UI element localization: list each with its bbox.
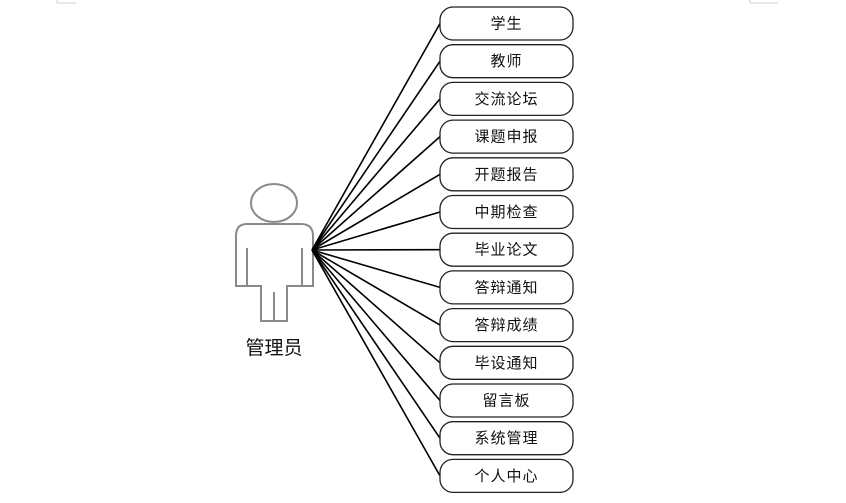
corner-mark-left (57, 0, 76, 3)
use-case-box: 答辩成绩 (440, 309, 573, 342)
use-case-label: 中期检查 (474, 203, 538, 221)
use-case-box: 教师 (440, 45, 573, 78)
connector-lines (312, 24, 440, 476)
connector-line (312, 99, 440, 250)
connector-line (312, 212, 440, 250)
use-case-box: 课题申报 (440, 120, 573, 153)
connector-line (312, 250, 440, 401)
use-case-box: 答辩通知 (440, 271, 573, 304)
use-case-label: 系统管理 (474, 429, 538, 447)
use-case-label: 开题报告 (474, 165, 538, 183)
connector-line (312, 250, 440, 325)
use-case-box: 留言板 (440, 384, 573, 417)
use-case-label: 交流论坛 (474, 90, 538, 108)
use-case-box: 开题报告 (440, 158, 573, 191)
use-case-label: 个人中心 (474, 467, 538, 485)
use-case-box: 毕设通知 (440, 346, 573, 379)
use-case-label: 教师 (490, 52, 522, 70)
use-case-box: 系统管理 (440, 422, 573, 455)
connector-line (312, 250, 440, 287)
connector-line (312, 250, 440, 476)
connector-line (312, 174, 440, 250)
connector-line (312, 24, 440, 251)
use-case-list: 学生教师交流论坛课题申报开题报告中期检查毕业论文答辩通知答辩成绩毕设通知留言板系… (440, 7, 573, 492)
person-icon (236, 184, 313, 321)
connector-line (312, 137, 440, 250)
use-case-box: 学生 (440, 7, 573, 40)
connector-line (312, 250, 440, 438)
corner-mark-right (750, 0, 778, 3)
use-case-label: 毕业论文 (474, 241, 538, 259)
actor-label: 管理员 (224, 333, 324, 360)
use-case-label: 答辩通知 (474, 278, 538, 296)
use-case-box: 中期检查 (440, 196, 573, 229)
use-case-box: 交流论坛 (440, 82, 573, 115)
use-case-label: 留言板 (482, 392, 530, 410)
use-case-box: 毕业论文 (440, 233, 573, 266)
use-case-label: 课题申报 (474, 128, 538, 146)
use-case-label: 答辩成绩 (474, 316, 538, 334)
use-case-box: 个人中心 (440, 459, 573, 492)
use-case-label: 学生 (490, 15, 522, 33)
connector-line (312, 61, 440, 250)
connector-line (312, 250, 440, 363)
use-case-label: 毕设通知 (474, 354, 538, 372)
